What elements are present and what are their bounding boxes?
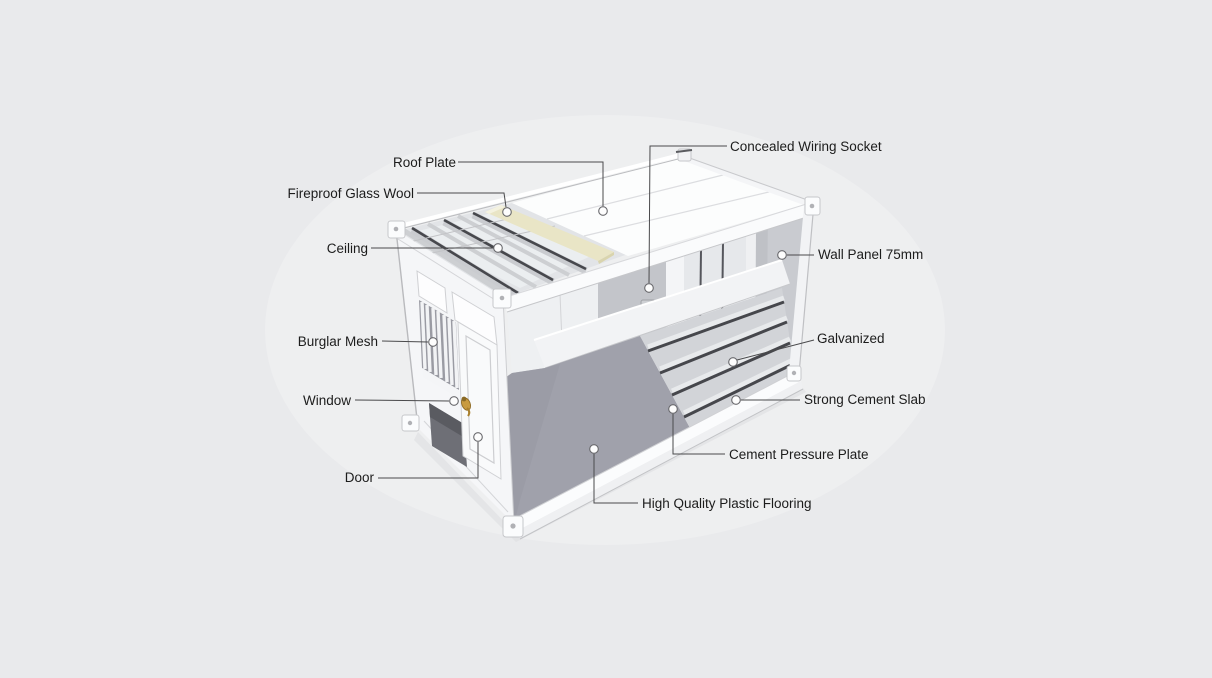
right-corner-post bbox=[789, 202, 815, 375]
callout-marker-strong-cement-slab bbox=[731, 395, 741, 405]
callout-marker-roof-plate bbox=[598, 206, 608, 216]
window-sill bbox=[422, 368, 460, 399]
roof-rim bbox=[395, 152, 814, 231]
label-cement-pressure-plate: Cement Pressure Plate bbox=[729, 447, 869, 462]
callout-marker-plastic-flooring bbox=[589, 444, 599, 454]
label-galvanized: Galvanized bbox=[817, 331, 885, 346]
label-ceiling: Ceiling bbox=[327, 241, 368, 256]
door-handle bbox=[461, 396, 471, 417]
leader-galvanized bbox=[736, 339, 815, 361]
callout-marker-galvanized bbox=[728, 357, 738, 367]
label-burglar-mesh: Burglar Mesh bbox=[298, 334, 378, 349]
door bbox=[457, 321, 502, 480]
cement-slab-band bbox=[533, 259, 791, 369]
label-concealed-wiring-socket: Concealed Wiring Socket bbox=[730, 139, 882, 154]
roof-plate-surface bbox=[512, 156, 813, 256]
left-wall bbox=[395, 229, 515, 525]
transom-panel bbox=[416, 270, 448, 314]
label-wall-panel: Wall Panel 75mm bbox=[818, 247, 923, 262]
callout-marker-wall-panel bbox=[777, 250, 787, 260]
label-strong-cement-slab: Strong Cement Slab bbox=[804, 392, 926, 407]
corner-castings bbox=[387, 148, 821, 538]
ceiling-rail bbox=[401, 227, 510, 299]
leader-fireproof-glass-wool bbox=[417, 192, 507, 208]
ceiling-grid-line bbox=[400, 215, 521, 245]
callout-marker-window bbox=[449, 396, 459, 406]
label-door: Door bbox=[345, 470, 375, 485]
roof-seam bbox=[546, 172, 732, 220]
container-house-model bbox=[387, 148, 821, 542]
roof-seam bbox=[583, 189, 778, 237]
label-window: Window bbox=[303, 393, 351, 408]
label-fireproof-glass-wool: Fireproof Glass Wool bbox=[287, 186, 414, 201]
leader-roof-plate bbox=[458, 161, 604, 206]
front-corner-post-edge bbox=[502, 296, 515, 525]
window-opening bbox=[429, 403, 467, 467]
leader-plastic-flooring bbox=[593, 454, 638, 504]
window-burglar-mesh bbox=[419, 300, 459, 390]
callout-marker-door bbox=[473, 432, 483, 442]
leader-burglar-mesh bbox=[381, 340, 429, 343]
glass-wool-batt bbox=[485, 205, 614, 264]
callout-marker-fireproof-glass-wool bbox=[502, 207, 512, 217]
label-plastic-flooring: High Quality Plastic Flooring bbox=[642, 496, 812, 511]
left-wall-outer-edge bbox=[395, 229, 419, 429]
callout-marker-ceiling bbox=[493, 243, 503, 253]
bottom-front-rail bbox=[511, 371, 804, 540]
leader-cement-pressure-plate bbox=[672, 414, 725, 455]
label-roof-plate: Roof Plate bbox=[393, 155, 456, 170]
leader-concealed-wiring-socket bbox=[648, 145, 727, 284]
top-front-rail bbox=[502, 201, 814, 313]
roof-cutaway bbox=[398, 203, 628, 299]
leader-window bbox=[354, 399, 450, 402]
callout-marker-cement-pressure-plate bbox=[668, 404, 678, 414]
callout-marker-concealed-wiring-socket bbox=[644, 283, 654, 293]
ceiling-rail bbox=[426, 222, 538, 289]
top-rail-inner-line bbox=[397, 238, 501, 304]
callout-marker-burglar-mesh bbox=[428, 337, 438, 347]
callouts: Roof Plate Fireproof Glass Wool Ceiling … bbox=[287, 139, 925, 511]
leader-door bbox=[378, 442, 479, 479]
